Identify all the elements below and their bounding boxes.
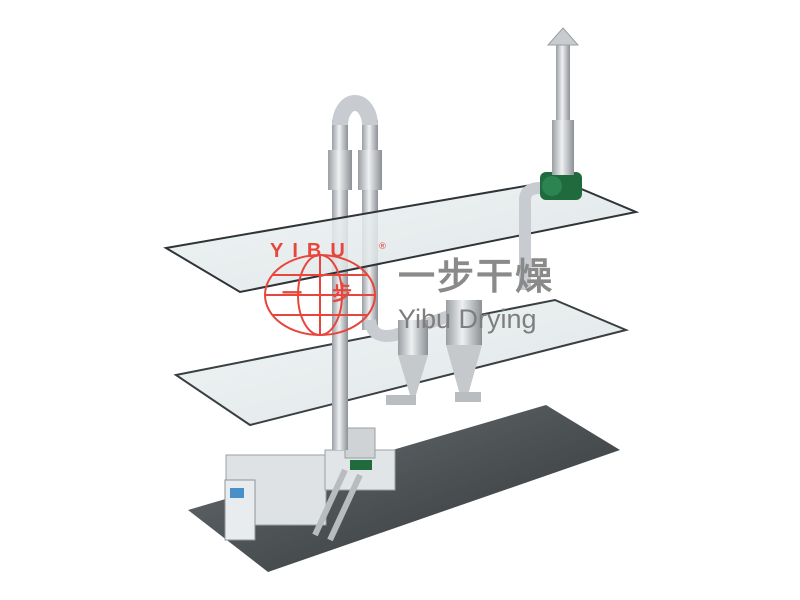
blower bbox=[540, 172, 582, 200]
exhaust-pipe bbox=[519, 182, 541, 290]
brand-chinese: 一步干燥 bbox=[398, 255, 554, 298]
floor-platform bbox=[188, 405, 620, 572]
cyclones bbox=[386, 300, 482, 405]
logo-chinese: 一步 bbox=[282, 281, 382, 305]
yibu-logo bbox=[264, 254, 376, 336]
feeder-equipment bbox=[224, 427, 396, 542]
registered-mark: ® bbox=[378, 242, 387, 252]
logo-letters: YIBU bbox=[270, 240, 354, 262]
chimney-stack bbox=[546, 27, 580, 175]
brand-english: Yibu Drying bbox=[398, 304, 537, 334]
